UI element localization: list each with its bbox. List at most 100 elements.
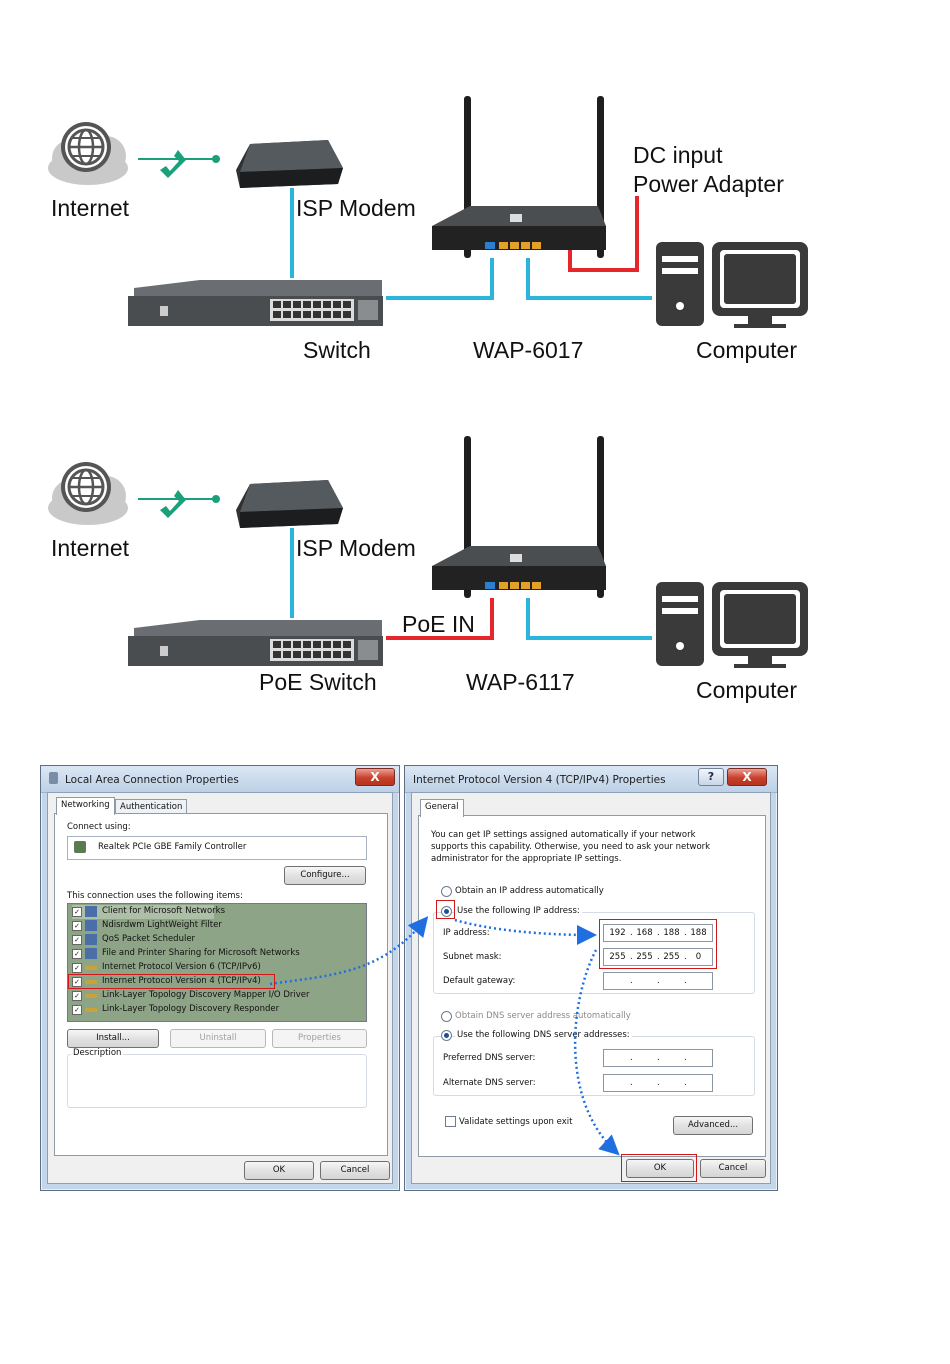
- power-adapter-label: Power Adapter: [633, 171, 784, 197]
- network-diagram-wap6017: Internet ISP Modem DC input Power Adapte…: [0, 0, 950, 380]
- item-label: Internet Protocol Version 4 (TCP/IPv4): [102, 976, 261, 986]
- subnet-mask-field[interactable]: 255. 255. 255. 0: [603, 948, 713, 966]
- subnet-mask-label: Subnet mask:: [443, 952, 502, 962]
- list-item[interactable]: ✓ Client for Microsoft Networks: [72, 905, 225, 919]
- mask-octet-3: 255: [663, 952, 680, 962]
- item-label: File and Printer Sharing for Microsoft N…: [102, 948, 300, 958]
- ip-octet-4: 188: [690, 928, 707, 938]
- obtain-dns-label: Obtain DNS server address automatically: [455, 1011, 631, 1021]
- use-dns-label: Use the following DNS server addresses:: [455, 1030, 632, 1040]
- adapter-field: Realtek PCIe GBE Family Controller: [67, 836, 367, 860]
- general-tab-page: You can get IP settings assigned automat…: [418, 815, 766, 1157]
- mask-octet-2: 255: [636, 952, 653, 962]
- checkbox-checked[interactable]: ✓: [72, 935, 82, 945]
- network-icon: [49, 772, 58, 784]
- use-dns-radio[interactable]: [441, 1030, 452, 1041]
- checkbox-checked[interactable]: ✓: [72, 1005, 82, 1015]
- properties-button[interactable]: Properties: [272, 1029, 367, 1048]
- networking-tab-page: Connect using: Realtek PCIe GBE Family C…: [54, 813, 388, 1156]
- mask-octet-1: 255: [609, 952, 626, 962]
- tab-general[interactable]: General: [420, 799, 464, 817]
- switch-label: Switch: [303, 337, 371, 363]
- checkbox-checked[interactable]: ✓: [72, 949, 82, 959]
- ipv4-dialog-body: General You can get IP settings assigned…: [411, 792, 771, 1184]
- isp-modem-label: ISP Modem: [296, 535, 416, 561]
- network-adapter-icon: [74, 841, 86, 853]
- tab-authentication[interactable]: Authentication: [115, 799, 188, 815]
- power-cable: [568, 196, 639, 272]
- ip-address-field[interactable]: 192. 168. 188. 188: [603, 924, 713, 942]
- ipv4-dialog-title: Internet Protocol Version 4 (TCP/IPv4) P…: [413, 774, 666, 786]
- checkbox-checked[interactable]: ✓: [72, 963, 82, 973]
- alternate-dns-label: Alternate DNS server:: [443, 1078, 536, 1088]
- poe-in-label: PoE IN: [402, 611, 475, 637]
- obtain-ip-radio[interactable]: [441, 886, 452, 897]
- checkbox-checked[interactable]: ✓: [72, 977, 82, 987]
- cancel-button[interactable]: Cancel: [700, 1159, 766, 1178]
- poe-cable: [386, 598, 494, 640]
- ip-octet-1: 192: [609, 928, 626, 938]
- lan-properties-dialog: Local Area Connection Properties X Netwo…: [40, 765, 400, 1191]
- preferred-dns-field[interactable]: ...: [603, 1049, 713, 1067]
- internet-globe-icon: [48, 462, 128, 525]
- item-label: QoS Packet Scheduler: [102, 934, 196, 944]
- isp-modem-label: ISP Modem: [296, 195, 416, 221]
- protocol-icon: [85, 1008, 97, 1012]
- ipv4-properties-dialog: Internet Protocol Version 4 (TCP/IPv4) P…: [404, 765, 778, 1191]
- checkbox-checked[interactable]: ✓: [72, 921, 82, 931]
- obtain-dns-radio[interactable]: [441, 1011, 452, 1022]
- ipv4-dialog-titlebar: Internet Protocol Version 4 (TCP/IPv4) P…: [405, 766, 777, 793]
- help-button[interactable]: ?: [698, 768, 724, 786]
- lan-dialog-title: Local Area Connection Properties: [65, 774, 239, 786]
- item-label: Link-Layer Topology Discovery Mapper I/O…: [102, 990, 310, 1000]
- use-ip-radio[interactable]: [441, 906, 452, 917]
- lan-dialog-body: Networking Authentication Connect using:…: [47, 792, 393, 1184]
- wap6017-label: WAP-6017: [473, 337, 584, 363]
- obtain-ip-label: Obtain an IP address automatically: [455, 886, 604, 896]
- ap-computer-cable: [526, 598, 652, 640]
- network-diagram-wap6117: Internet ISP Modem PoE IN PoE Switch WAP…: [0, 340, 950, 720]
- checkbox-checked[interactable]: ✓: [72, 907, 82, 917]
- tab-networking[interactable]: Networking: [56, 797, 115, 815]
- internet-label: Internet: [51, 195, 129, 221]
- configure-button[interactable]: Configure...: [284, 866, 366, 885]
- phone-line-icon: [138, 490, 220, 518]
- uninstall-button[interactable]: Uninstall: [170, 1029, 266, 1048]
- protocol-icon: [85, 994, 97, 998]
- ok-button[interactable]: OK: [244, 1161, 314, 1180]
- diagram2-canvas: [48, 436, 808, 668]
- validate-checkbox[interactable]: [445, 1116, 456, 1127]
- scheduler-icon: [85, 934, 97, 945]
- wap6117-label: WAP-6117: [466, 669, 575, 695]
- checkbox-checked[interactable]: ✓: [72, 991, 82, 1001]
- internet-label: Internet: [51, 535, 129, 561]
- computer-icon: [656, 582, 808, 668]
- close-button[interactable]: X: [727, 768, 767, 786]
- default-gateway-label: Default gateway:: [443, 976, 516, 986]
- default-gateway-field[interactable]: ...: [603, 972, 713, 990]
- computer-label: Computer: [696, 337, 797, 363]
- item-label: Ndisrdwm LightWeight Filter: [102, 920, 222, 930]
- close-button[interactable]: X: [355, 768, 395, 786]
- item-label: Client for Microsoft Networks: [102, 906, 226, 916]
- intro-line-2: supports this capability. Otherwise, you…: [431, 842, 711, 852]
- ip-octet-3: 188: [663, 928, 680, 938]
- install-button[interactable]: Install...: [67, 1029, 159, 1048]
- ip-octet-2: 168: [636, 928, 653, 938]
- isp-modem-icon: [236, 140, 343, 188]
- intro-line-1: You can get IP settings assigned automat…: [431, 830, 696, 840]
- cancel-button[interactable]: Cancel: [320, 1161, 390, 1180]
- ipv4-highlight-box: [68, 974, 275, 989]
- computer-icon: [656, 242, 808, 328]
- alternate-dns-field[interactable]: ...: [603, 1074, 713, 1092]
- ok-button[interactable]: OK: [626, 1159, 694, 1178]
- protocol-icon: [85, 966, 97, 970]
- preferred-dns-label: Preferred DNS server:: [443, 1053, 536, 1063]
- computer-label: Computer: [696, 677, 797, 703]
- protocol-icon: [85, 980, 97, 984]
- access-point-icon: [432, 436, 606, 598]
- use-ip-label: Use the following IP address:: [455, 906, 582, 916]
- components-list[interactable]: ✓ Client for Microsoft Networks ✓ Ndisrdwm…: [67, 903, 367, 1022]
- advanced-button[interactable]: Advanced...: [673, 1116, 753, 1135]
- ap-computer-cable: [526, 258, 652, 300]
